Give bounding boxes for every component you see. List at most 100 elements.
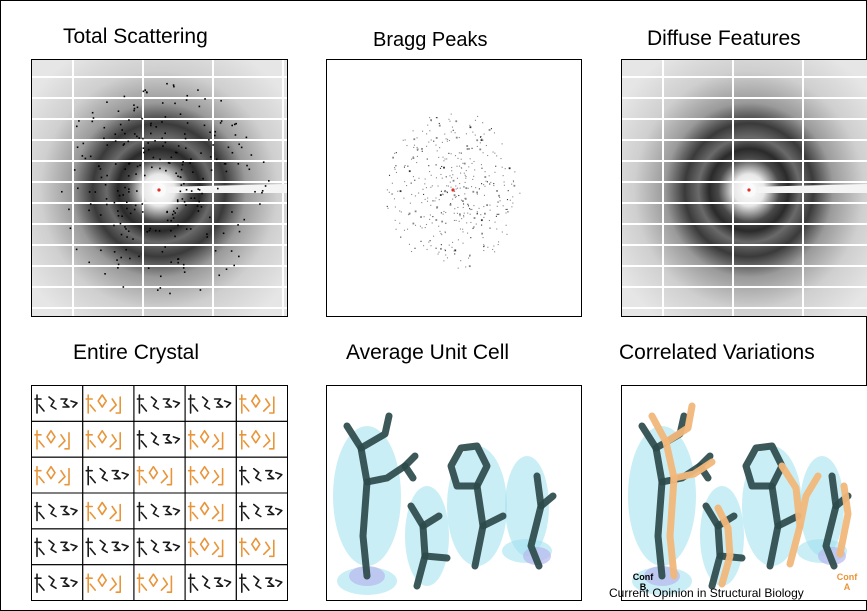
- bragg-spot: [98, 165, 100, 167]
- bragg-spot: [84, 157, 87, 160]
- bragg-spot: [183, 133, 186, 135]
- bragg-peak: [474, 119, 476, 121]
- bragg-peak: [456, 177, 459, 179]
- bragg-spot: [185, 204, 187, 206]
- bragg-spot: [159, 287, 162, 289]
- bragg-peak: [438, 199, 440, 201]
- bragg-peak: [511, 206, 513, 208]
- bragg-peak: [446, 191, 448, 194]
- bragg-spot: [193, 197, 196, 199]
- bragg-peak: [416, 155, 418, 157]
- bragg-peak: [500, 158, 502, 160]
- bragg-peak: [412, 130, 414, 132]
- bragg-spot: [248, 168, 251, 171]
- bragg-spot: [204, 98, 206, 100]
- bragg-spot: [176, 207, 179, 210]
- bragg-spot: [164, 116, 167, 118]
- bragg-peak: [451, 166, 453, 169]
- bragg-spot: [177, 258, 180, 260]
- bragg-peak: [488, 129, 491, 131]
- bragg-peak: [436, 207, 438, 209]
- bragg-peak: [416, 149, 419, 151]
- bragg-peak: [448, 244, 450, 246]
- bragg-peak: [462, 162, 464, 164]
- unit-cell: [133, 492, 186, 530]
- bragg-peak: [436, 207, 438, 209]
- bragg-peak: [442, 156, 444, 158]
- bragg-peak: [458, 136, 460, 139]
- bragg-spot: [212, 144, 214, 146]
- bragg-peak: [438, 124, 441, 127]
- bragg-spot: [174, 212, 176, 214]
- bragg-spot: [183, 182, 185, 185]
- bragg-peak: [438, 156, 440, 158]
- bragg-peak: [437, 185, 439, 187]
- unit-cell: [133, 528, 186, 566]
- bragg-peak: [399, 222, 401, 224]
- bragg-peak: [403, 166, 406, 168]
- bragg-peak: [446, 140, 448, 142]
- bragg-peak: [450, 203, 452, 205]
- bragg-peak: [450, 131, 452, 133]
- conf-a-label: Conf A: [834, 572, 860, 592]
- bragg-spot: [170, 229, 172, 232]
- entire-crystal-panel: [31, 385, 288, 601]
- bragg-spot: [120, 233, 123, 236]
- detector-gap: [622, 265, 867, 267]
- bragg-spot: [177, 261, 180, 264]
- bragg-spot: [156, 289, 159, 291]
- bragg-spot: [238, 143, 240, 146]
- unit-cell: [235, 492, 288, 530]
- unit-cell: [235, 420, 288, 458]
- unit-cell: [31, 456, 84, 494]
- bragg-spot: [179, 190, 182, 193]
- bragg-spot: [159, 167, 161, 170]
- bragg-spot: [104, 273, 106, 275]
- title-total-scattering: Total Scattering: [63, 25, 208, 48]
- bragg-spot: [143, 174, 146, 177]
- bragg-peak: [473, 226, 475, 228]
- bragg-peak: [465, 170, 467, 172]
- bragg-spot: [246, 164, 248, 167]
- bragg-spot: [240, 146, 243, 149]
- bragg-peak: [458, 152, 460, 154]
- conf-b-label: Conf B: [628, 572, 658, 592]
- bragg-peak: [435, 164, 437, 166]
- bragg-peak: [474, 134, 476, 136]
- bragg-peak: [473, 160, 475, 163]
- bragg-spot: [201, 192, 203, 195]
- bragg-spot: [176, 151, 178, 154]
- bragg-spot: [149, 132, 152, 135]
- bragg-spot: [88, 191, 91, 193]
- bragg-peak: [439, 194, 442, 196]
- bragg-peak: [410, 250, 413, 253]
- bragg-peak: [512, 181, 515, 183]
- bragg-spot: [127, 230, 130, 233]
- molecule-stick: [407, 502, 429, 590]
- bragg-peak: [480, 136, 482, 138]
- unit-cell: [133, 420, 186, 458]
- bragg-peak: [460, 158, 462, 160]
- bragg-spot: [142, 147, 145, 149]
- unit-cell: [31, 385, 84, 422]
- bragg-spot: [237, 163, 240, 165]
- bragg-spot: [181, 198, 184, 200]
- bragg-peak: [428, 141, 430, 143]
- molecule-stick-conf-a: [670, 458, 716, 482]
- detector-gap: [622, 307, 867, 309]
- bragg-peak: [462, 203, 465, 205]
- detector-gap: [32, 139, 287, 141]
- bragg-peak: [423, 245, 425, 247]
- bragg-spot: [136, 190, 138, 192]
- crystal-lattice-grid: [31, 385, 288, 601]
- bragg-spot: [186, 94, 189, 97]
- bragg-peak: [476, 191, 479, 194]
- bragg-peak: [462, 231, 464, 233]
- bragg-spot: [136, 165, 139, 168]
- bragg-spot: [125, 228, 127, 230]
- bragg-peak: [463, 212, 465, 214]
- bragg-peak: [460, 260, 462, 262]
- bragg-peak: [506, 208, 508, 210]
- bragg-spot: [76, 146, 79, 149]
- bragg-peak: [495, 215, 497, 217]
